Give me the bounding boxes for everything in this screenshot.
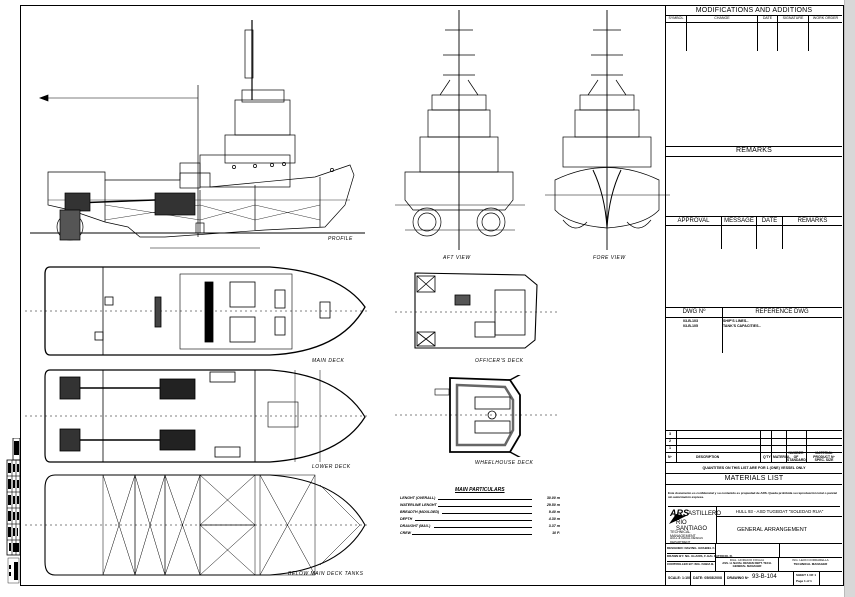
tanks-plan: BELOW MAIN DECK TANKS	[20, 470, 370, 585]
drawing-no: 93-B-104	[752, 574, 777, 580]
date: DATE: 05/08/2008	[693, 576, 722, 580]
bottom-row: SCALE: 1:100 DATE: 05/08/2008 DRAWING Nº…	[666, 571, 842, 585]
aft-view: AFT VIEW	[395, 10, 525, 265]
profile-label: PROFILE	[328, 236, 353, 242]
signatures-block: DESIGNED: NAV.ING. GRABIEL F. DRAWN BY: …	[666, 543, 733, 571]
fore-view: FORE VIEW	[545, 10, 670, 265]
company-name-2: RIO SANTIAGO	[676, 520, 708, 532]
company-name-1: ASTILLERO	[688, 511, 722, 517]
modifications-header-row: SYMBOL CHANGE DATE SIGNATURE WORK ORDER	[666, 15, 842, 51]
wheelhouse-deck-drawing	[395, 372, 560, 460]
designed-by: DESIGNED: NAV.ING. GRABIEL F.	[667, 546, 715, 550]
dwg-no-col: DWG Nº	[666, 308, 723, 317]
materials-title: MATERIALS LIST	[666, 474, 842, 485]
lower-deck-drawing	[25, 369, 370, 463]
company-block: ARS ASTILLERO RIO SANTIAGO TECHNICAL MAN…	[666, 507, 721, 544]
reference-dwg-col: REFERENCE DWG	[755, 309, 809, 315]
title-block: MODIFICATIONS AND ADDITIONS SYMBOL CHANG…	[665, 5, 844, 586]
fore-view-drawing	[545, 10, 670, 250]
main-deck-drawing	[25, 266, 370, 356]
fore-view-label: FORE VIEW	[593, 255, 626, 261]
revision-strip	[4, 437, 21, 588]
ars-logo: ARS	[670, 508, 690, 518]
materials-header-row: Nº DESCRIPTION Q'TY MATERIAL NUMBER OF S…	[666, 451, 842, 463]
sheet: SHEET 1 OF 1	[796, 573, 817, 577]
col-symbol: SYMBOL	[666, 15, 686, 23]
scale: SCALE: 1:100	[668, 576, 691, 580]
material-row-1: 1	[669, 446, 671, 450]
officers-deck-drawing	[395, 272, 560, 349]
wheelhouse-deck-label: WHEELHOUSE DECK	[475, 460, 534, 466]
lower-deck-plan: LOWER DECK	[20, 367, 370, 470]
modifications-title: MODIFICATIONS AND ADDITIONS	[666, 6, 842, 16]
col-date: DATE	[758, 15, 777, 23]
approval-sign-2: ING. LEON CORDARELLA TECHNICAL MANAGER	[779, 557, 842, 571]
col-work-order: WORK ORDER	[809, 15, 842, 23]
remarks-title: REMARKS	[666, 146, 842, 157]
particulars-row: BREADTH (MOULDED) 9.40 m	[400, 510, 560, 514]
particulars-row: CREW 10 P.	[400, 531, 560, 535]
aft-view-drawing	[395, 10, 525, 250]
particulars-row: WATERLINE LENGHT 29.50 m	[400, 503, 560, 507]
main-particulars-title: MAIN PARTICULARS	[455, 487, 505, 493]
reference-section: DWG Nº REFERENCE DWG 03-B-103 SHIP'S LIN…	[666, 308, 842, 430]
particulars-row: DEPTH 4.30 m	[400, 517, 560, 521]
col-signature: SIGNATURE	[778, 15, 808, 23]
drawing-title: GENERAL ARRANGEMENT	[736, 527, 808, 533]
aft-view-label: AFT VIEW	[443, 255, 471, 261]
main-deck-label: MAIN DECK	[312, 358, 345, 364]
wheelhouse-deck-plan: WHEELHOUSE DECK	[395, 372, 560, 475]
tanks-label: BELOW MAIN DECK TANKS	[288, 571, 364, 577]
legal-note: Este documento es confidencial y su cont…	[668, 492, 840, 507]
lower-deck-label: LOWER DECK	[312, 464, 351, 470]
material-row-2: 2	[669, 439, 671, 443]
revision-strip-graphic	[6, 437, 21, 584]
main-particulars: MAIN PARTICULARS LENGHT (OVERALL) 30.00 …	[400, 487, 560, 547]
tanks-drawing	[25, 474, 370, 576]
page: Page 1 of 1	[796, 579, 812, 583]
ars-logo-icon	[669, 514, 686, 524]
materials-section: 3 2 1 Nº DESCRIPTION Q'TY MATERIAL NUMBE…	[666, 430, 842, 490]
approval-remarks-col: REMARKS	[783, 217, 842, 226]
drawing-frame	[20, 5, 665, 586]
col-change: CHANGE	[687, 15, 757, 23]
drawn-by: DRAWN BY: NG. GLADIS, F-GAL PATRICIO, R.	[667, 553, 733, 558]
particulars-row: LENGHT (OVERALL) 30.00 m	[400, 496, 560, 500]
officers-deck-label: OFFICER'S DECK	[475, 358, 524, 364]
approval-sign-1: DIAL. HORACIO FOGLIA ASS. H. NAVAL DESIG…	[716, 557, 779, 571]
approval-date-col: DATE	[757, 217, 782, 226]
message-col: MESSAGE	[722, 217, 756, 226]
materials-note: QUANTITIES ON THIS LIST ARE FOR 1 (ONE) …	[666, 463, 842, 474]
officers-deck-plan: OFFICER'S DECK	[395, 270, 560, 370]
approval-section: APPROVAL MESSAGE DATE REMARKS	[666, 216, 842, 308]
scrollbar[interactable]	[844, 0, 855, 597]
profile-drawing	[30, 20, 365, 249]
dept-line-1: TECHNICAL MANAGEMENT	[670, 530, 696, 538]
drawing-no-label: DRAWING Nº	[727, 576, 749, 580]
reference-row: 03-B-103 SHIP'S LINES.-	[683, 319, 749, 323]
profile-view: PROFILE	[20, 5, 365, 250]
main-deck-plan: MAIN DECK	[20, 262, 370, 367]
hull-name: HULL 93 - ASD TUGBOAT "SOLEDAD RUA"	[717, 507, 842, 517]
dept-line-2: HULL & NAVAL DESIGN DEPARTMENT	[670, 536, 703, 544]
approval-col: APPROVAL	[666, 217, 721, 226]
remarks-section: REMARKS	[666, 146, 842, 216]
modifications-section: MODIFICATIONS AND ADDITIONS SYMBOL CHANG…	[666, 6, 842, 147]
material-row-3: 3	[669, 432, 671, 436]
particulars-row: DRAUGHT (MAX.) 3.37 m	[400, 524, 560, 528]
controlled-by: CONTROLLED BY: ING. FABIA B.	[667, 561, 715, 566]
reference-row: 03-B-105 TANK'S CAPACITIES.-	[683, 324, 761, 328]
